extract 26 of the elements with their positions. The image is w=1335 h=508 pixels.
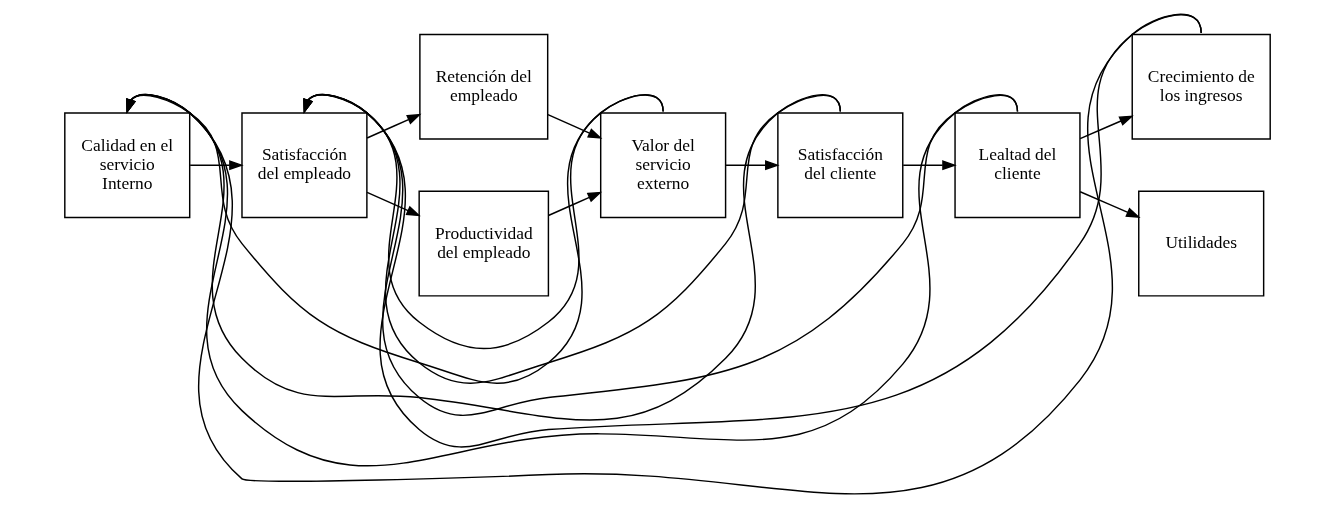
arrow bbox=[126, 94, 664, 384]
node-box: Valor del servicio externo bbox=[599, 112, 727, 219]
node-box: Satisfacción del cliente bbox=[777, 112, 904, 219]
arrow bbox=[902, 160, 957, 171]
node-box: Calidad en el servicio Interno bbox=[64, 112, 191, 219]
arrow bbox=[725, 160, 780, 171]
arrow bbox=[1079, 115, 1134, 140]
arrow bbox=[366, 113, 422, 139]
arrow bbox=[366, 191, 421, 217]
arrow bbox=[303, 94, 1019, 416]
node-box: Retención del empleado bbox=[419, 33, 549, 140]
arrow bbox=[126, 13, 1202, 495]
arrow bbox=[303, 14, 1202, 448]
arrow bbox=[547, 113, 603, 139]
arrow bbox=[126, 94, 842, 421]
arrow bbox=[189, 160, 244, 171]
arrow bbox=[1079, 191, 1141, 218]
node-box: Crecimiento de los ingresos bbox=[1131, 33, 1271, 140]
arrow bbox=[126, 93, 1019, 467]
arrow bbox=[303, 94, 842, 384]
node-box: Utilidades bbox=[1138, 190, 1265, 297]
arrow bbox=[303, 94, 664, 350]
arrow bbox=[547, 191, 603, 217]
node-box: Lealtad del cliente bbox=[954, 112, 1081, 219]
node-box: Productividad del empleado bbox=[418, 190, 550, 297]
node-box: Satisfacción del empleado bbox=[241, 112, 368, 219]
